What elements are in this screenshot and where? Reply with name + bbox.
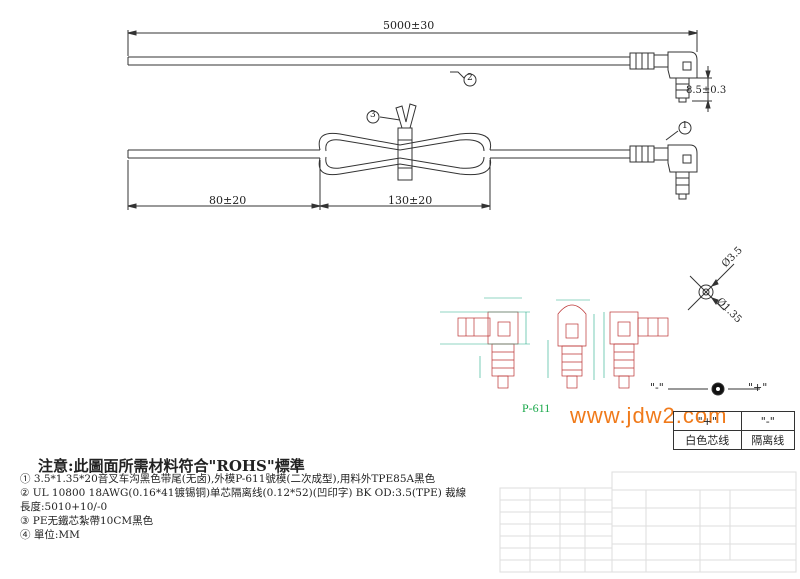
overall-length-dim: 5000±30	[383, 19, 435, 32]
polarity-plus: "+"	[748, 381, 768, 394]
note-item: 長度:5010+10/-0	[20, 501, 108, 513]
balloon-2-label: 2	[467, 73, 473, 83]
notes-list: ① 3.5*1.35*20音叉车沟黑色带尾(无卤),外模P-611號模(二次成型…	[20, 472, 490, 542]
left-length-dim: 80±20	[209, 194, 247, 207]
bottom-strain-relief	[629, 145, 669, 163]
note-item: ② UL 10800 18AWG(0.16*41镀锡铜)单芯隔离线(0.12*5…	[20, 487, 467, 499]
tie-wrap	[397, 127, 413, 181]
polarity-symbol	[668, 382, 760, 396]
notes-title: 注意:此圖面所需材料符合"ROHS"標準	[38, 457, 305, 475]
legend-shield: 隔离线	[740, 430, 795, 450]
top-strain-relief	[629, 52, 669, 70]
note-item: ④ 單位:MM	[20, 529, 80, 541]
bottom-plug-tip	[675, 171, 690, 195]
loop-upper-outer	[318, 132, 492, 151]
loop-length-dim: 130±20	[388, 194, 433, 207]
cable-cross-section	[687, 263, 735, 311]
balloon-1-label: 1	[682, 121, 688, 131]
balloon-3-label: 3	[370, 110, 376, 120]
legend-plus: "+"	[673, 411, 742, 431]
tip-length-dim: 8.5±0.3	[686, 85, 727, 96]
tie-wrap-tail	[395, 103, 417, 129]
legend-minus: "-"	[740, 411, 795, 431]
balloon-2	[463, 73, 477, 87]
note-item: ③ PE无鐵芯紮帶10CM黑色	[20, 515, 154, 527]
part-label: P-611	[522, 401, 551, 415]
p611-detail-view-left	[457, 311, 519, 389]
note-item: ① 3.5*1.35*20音叉车沟黑色带尾(无卤),外模P-611號模(二次成型…	[20, 473, 436, 485]
legend-white-core: 白色芯线	[673, 430, 742, 450]
wire-legend-table: "+" "-" 白色芯线 隔离线	[673, 411, 795, 450]
title-block	[499, 471, 797, 573]
polarity-minus: "-"	[650, 381, 664, 394]
loop-lower-outer	[318, 157, 492, 176]
balloon-1	[678, 121, 692, 135]
p611-detail-view-right	[609, 311, 669, 389]
p611-detail-view-front	[557, 304, 587, 389]
balloon-3	[366, 110, 380, 124]
